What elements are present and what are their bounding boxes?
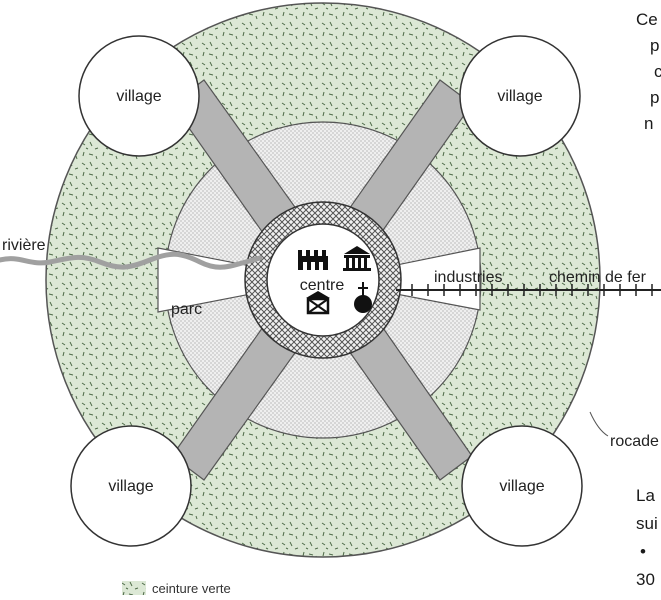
village-circle-bottom-right: [461, 425, 583, 547]
rocade-label: rocade: [610, 433, 659, 450]
side-text-line: sui: [636, 514, 658, 533]
side-text-line: c: [654, 62, 661, 81]
townhall-icon: [343, 246, 371, 271]
side-text-line: La: [636, 486, 655, 505]
village-label-top-left: village: [116, 88, 161, 105]
rocade-leader: [589, 411, 609, 437]
village-circle-bottom-left: [70, 425, 192, 547]
side-text-line: 30: [636, 570, 655, 589]
legend-label: ceinture verte: [152, 581, 231, 596]
village-circle-top-left: [78, 35, 200, 157]
railway: [396, 284, 661, 296]
side-text-line: p: [650, 36, 660, 55]
side-text-line: Ce: [636, 10, 658, 29]
river-label: rivière: [2, 237, 46, 254]
centre-label: centre: [300, 277, 345, 294]
village-label-top-right: village: [497, 88, 542, 105]
side-text-line: n: [644, 114, 654, 133]
river: [0, 251, 263, 270]
bullet-icon: •: [640, 542, 646, 561]
village-label-bottom-left: village: [108, 478, 153, 495]
factory-icon: [298, 250, 328, 270]
park-label: parc: [171, 301, 202, 318]
legend-swatch: [122, 581, 146, 595]
railway-label: chemin de fer: [549, 269, 647, 286]
village-circle-top-right: [459, 35, 581, 157]
side-text-line: p: [650, 88, 660, 107]
church-icon: [354, 282, 372, 313]
market-icon: [306, 291, 330, 315]
industries-label: industries: [434, 269, 502, 286]
village-label-bottom-right: village: [499, 478, 544, 495]
